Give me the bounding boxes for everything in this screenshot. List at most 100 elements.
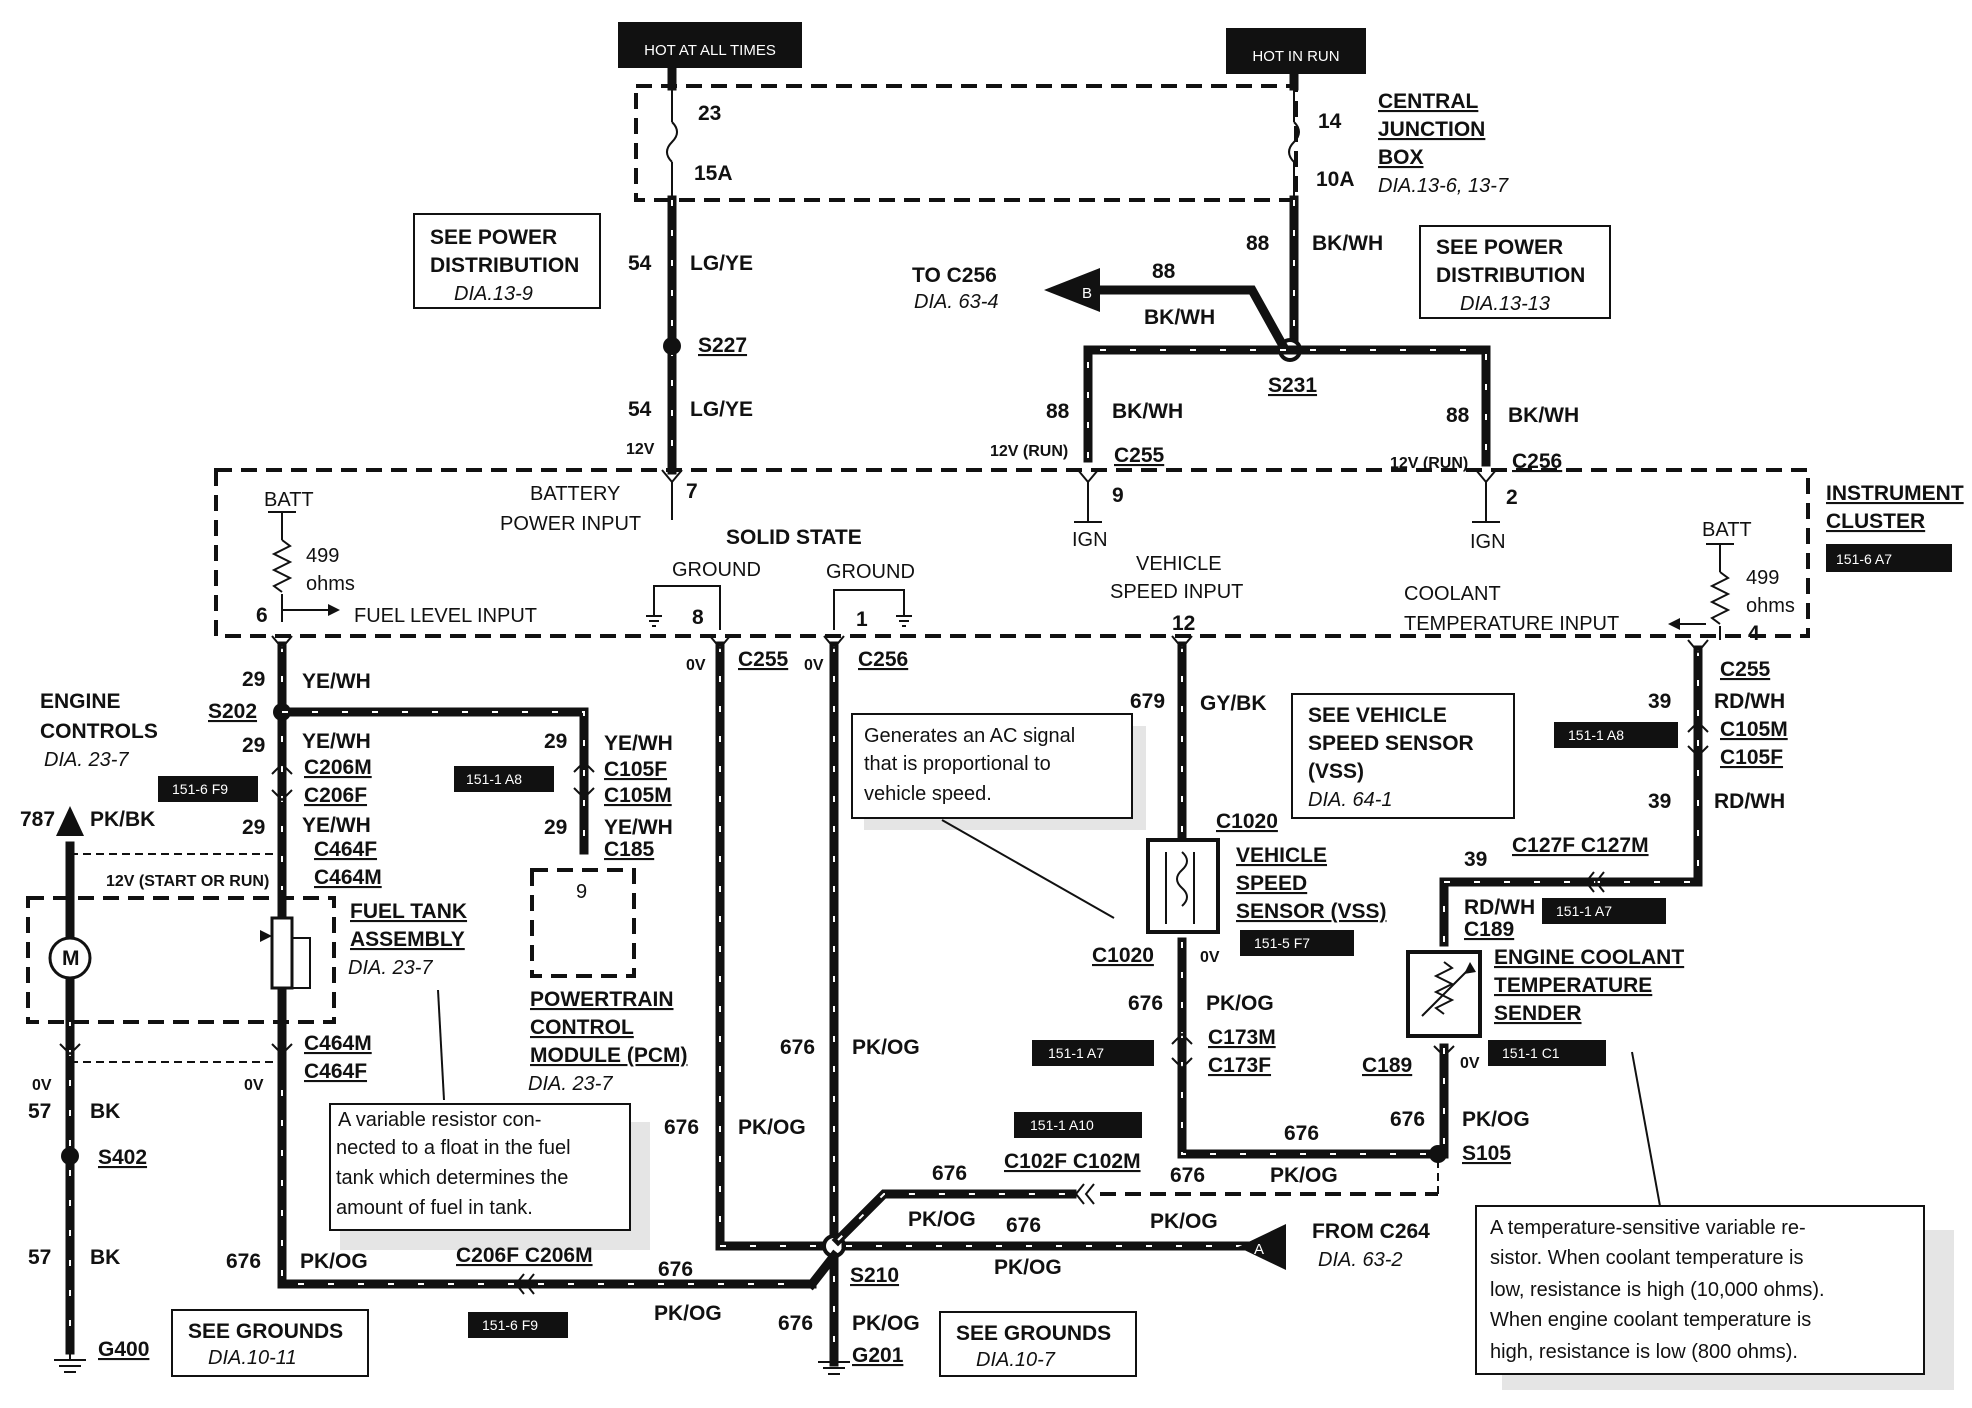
ohms-unit-right: ohms [1746, 595, 1795, 617]
pcm-title-2: CONTROL [530, 1016, 634, 1039]
connector-c206f: C206F [304, 784, 367, 807]
wire-num-676-b: 676 [658, 1258, 693, 1281]
wire-num-676-e: 676 [778, 1312, 813, 1335]
arrow-b-icon [1044, 268, 1100, 312]
cjb-title-2: JUNCTION [1378, 118, 1485, 141]
ac-note-line3: vehicle speed. [864, 783, 992, 805]
voltage-0v-vss: 0V [1200, 949, 1220, 966]
fuel-level-input-label: FUEL LEVEL INPUT [354, 605, 537, 627]
fuse-a-number: 23 [698, 102, 721, 125]
from-c264-label: FROM C264 [1312, 1220, 1430, 1243]
grid-tag-151-1a10 [1014, 1112, 1142, 1138]
ground-g201-icon [818, 1361, 850, 1375]
engine-controls-2: CONTROLS [40, 720, 158, 743]
wire-color-bk-a: BK [90, 1100, 120, 1123]
wire-num-54-b: 54 [628, 398, 652, 421]
wire-num-39-b: 39 [1648, 790, 1671, 813]
wire-num-29-c: 29 [242, 816, 265, 839]
engine-controls-1: ENGINE [40, 690, 121, 713]
engine-coolant-sender-icon [1406, 950, 1482, 1038]
engine-controls-arrow-icon [56, 806, 84, 836]
ign-label-c256: IGN [1470, 531, 1506, 553]
grid-ref-151-6f9-bottom: 151-6 F9 [482, 1317, 538, 1333]
wire-num-676-h: 676 [1006, 1214, 1041, 1237]
wire-color-bkwh-c: BK/WH [1112, 400, 1183, 423]
connector-c102f-c102m: C102F C102M [1004, 1150, 1141, 1173]
wire-color-pkog-c: PK/OG [738, 1116, 806, 1139]
cjb-title-3: BOX [1378, 146, 1424, 169]
c105-connector-icon [573, 760, 595, 800]
pin-2: 2 [1506, 486, 1518, 509]
wire-color-pkog-i: PK/OG [994, 1256, 1062, 1279]
fuel-sender-note-box [329, 1103, 631, 1231]
voltage-12v-battery: 12V [626, 441, 655, 458]
pcm-title-3: MODULE (PCM) [530, 1044, 687, 1067]
connector-c173f: C173F [1208, 1054, 1271, 1077]
voltage-12v-run-c256: 12V (RUN) [1390, 455, 1468, 472]
temp-note-line3: low, resistance is high (10,000 ohms). [1490, 1279, 1825, 1301]
ohms-unit-left: ohms [306, 573, 355, 595]
connector-c256-top: C256 [1512, 450, 1562, 473]
wire-num-29-e: 29 [544, 816, 567, 839]
vss-title-1: VEHICLE [1236, 844, 1327, 867]
hot-in-run-tag [1226, 28, 1366, 74]
connector-c105f-right: C105F [1720, 746, 1783, 769]
splice-s402-label: S402 [98, 1146, 147, 1169]
pcm-box [530, 868, 636, 978]
voltage-0v-c256: 0V [804, 657, 824, 674]
wire-color-pkog-j: PK/OG [1206, 992, 1274, 1015]
wire-color-pkog-a: PK/OG [300, 1250, 368, 1273]
ground-label-8: GROUND [672, 559, 761, 581]
solid-state-label: SOLID STATE [726, 526, 862, 549]
ac-note-line1: Generates an AC signal [864, 725, 1075, 747]
grid-tag-151-1c1 [1488, 1040, 1606, 1066]
grid-tag-151-6f9-top [158, 776, 258, 802]
wire-num-57-a: 57 [28, 1100, 51, 1123]
hot-at-all-times-label: HOT AT ALL TIMES [644, 42, 776, 59]
wire-color-yewh-a: YE/WH [302, 670, 371, 693]
wire-color-lgye-b: LG/YE [690, 398, 753, 421]
grid-tag-151-5f7 [1240, 930, 1354, 956]
wire-color-pkog-e: PK/OG [852, 1312, 920, 1335]
wire-676-from-c255 [715, 641, 837, 1251]
wire-color-pkog-f: PK/OG [908, 1208, 976, 1231]
see-grounds-left-ref: DIA.10-11 [208, 1347, 297, 1369]
connector-c255-right: C255 [1720, 658, 1771, 681]
fuel-sender-variable-resistor-icon [260, 916, 311, 990]
cjb-ref: DIA.13-6, 13-7 [1378, 175, 1509, 197]
grid-ref-151-1a8-right: 151-1 A8 [1568, 727, 1624, 743]
see-grounds-right-1: SEE GROUNDS [956, 1322, 1111, 1345]
see-vss-line3: (VSS) [1308, 760, 1364, 783]
connector-c105m-left: C105M [604, 784, 672, 807]
fuse-b-number: 14 [1318, 110, 1342, 133]
wire-88-branch [1083, 345, 1491, 467]
see-grounds-right-box [939, 1311, 1137, 1377]
grid-tag-151-1a8-right [1554, 722, 1678, 748]
voltage-0v-ect: 0V [1460, 1055, 1480, 1072]
resistor-499-left-icon [271, 539, 293, 593]
ohms-value-right: 499 [1746, 567, 1779, 589]
power-dist-right-line1: SEE POWER [1436, 236, 1563, 259]
wire-num-676-a: 676 [226, 1250, 261, 1273]
wire-num-29-d: 29 [544, 730, 567, 753]
connector-c173m: C173M [1208, 1026, 1276, 1049]
coolant-input-2: TEMPERATURE INPUT [1404, 613, 1619, 635]
voltage-12v-run-c255: 12V (RUN) [990, 443, 1068, 460]
fuel-note-line1: A variable resistor con- [338, 1109, 541, 1131]
connector-c206f-c206m: C206F C206M [456, 1244, 593, 1267]
arrow-a-icon [1238, 1224, 1286, 1270]
grid-ref-151-1a7-left: 151-1 A7 [1048, 1045, 1104, 1061]
wire-num-676-j: 676 [1128, 992, 1163, 1015]
wire-color-rdwh-b: RD/WH [1714, 790, 1785, 813]
instrument-cluster-grid-tag [1826, 544, 1952, 572]
instrument-cluster-title-1: INSTRUMENT [1826, 482, 1964, 505]
connector-c256-ground: C256 [858, 648, 908, 671]
splice-s227-label: S227 [698, 334, 747, 357]
wire-num-787: 787 [20, 808, 55, 831]
hot-at-all-times-tag [618, 22, 802, 68]
ect-title-2: TEMPERATURE [1494, 974, 1652, 997]
wire-num-54-a: 54 [628, 252, 652, 275]
fuse-a-rating: 15A [694, 162, 733, 185]
wire-color-pkbk: PK/BK [90, 808, 155, 831]
fuse-b-rating: 10A [1316, 168, 1355, 191]
